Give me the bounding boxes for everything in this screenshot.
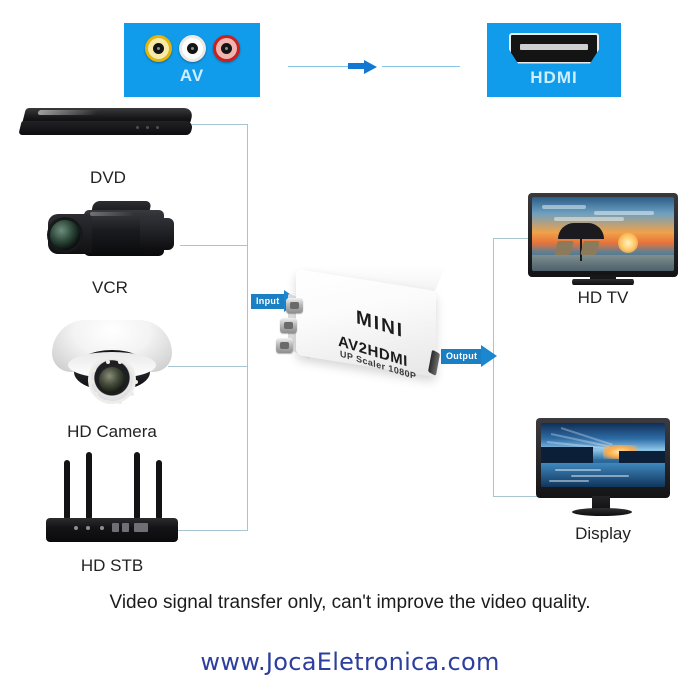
monitor-icon <box>536 418 670 522</box>
hd-camera-label: HD Camera <box>67 422 157 441</box>
bus-line-stb <box>172 530 248 531</box>
converter-hdmi-output-port <box>427 349 441 376</box>
camcorder-icon <box>40 196 180 268</box>
converter-rca-jack-1 <box>286 298 303 313</box>
television-icon <box>528 193 678 289</box>
display-label: Display <box>575 524 631 543</box>
bus-line-display <box>493 496 538 497</box>
footer-caption: Video signal transfer only, can't improv… <box>109 592 591 613</box>
banner-arrow-tail <box>348 63 364 69</box>
banner-arrow-head-icon <box>364 60 377 74</box>
av2hdmi-converter: MINI AV2HDMI UP Scaler 1080P <box>276 262 456 390</box>
watermark-url: www.JocaEletronica.com <box>200 648 500 676</box>
set-top-box-icon <box>38 452 186 548</box>
hd-tv-label: HD TV <box>577 288 629 307</box>
output-badge-label: Output <box>441 348 483 364</box>
hdmi-banner: HDMI <box>487 23 621 97</box>
av-banner: AV <box>124 23 260 97</box>
bus-line-camera <box>168 366 248 367</box>
converter-rca-jack-3 <box>276 338 293 353</box>
banner-connector-line-right <box>382 66 460 67</box>
hdmi-banner-label: HDMI <box>530 67 578 87</box>
bus-line-left-vertical <box>247 124 248 531</box>
rca-jack-yellow-icon <box>144 34 172 62</box>
converter-brand-text: MINI <box>355 306 405 343</box>
dvd-label: DVD <box>90 168 126 187</box>
bus-line-hdtv <box>493 238 533 239</box>
banner-connector-line-left <box>288 66 348 67</box>
bus-line-dvd <box>192 124 248 125</box>
av-banner-label: AV <box>179 65 205 85</box>
output-arrow-icon <box>481 345 498 367</box>
rca-jacks-icon <box>144 34 240 62</box>
output-badge: Output <box>441 345 498 367</box>
dome-camera-icon <box>52 316 172 416</box>
input-badge-label: Input <box>251 293 285 309</box>
hd-stb-label: HD STB <box>80 556 144 575</box>
rca-jack-red-icon <box>212 34 240 62</box>
dvd-player-icon <box>18 104 198 146</box>
converter-rca-jack-2 <box>280 318 297 333</box>
bus-line-right-vertical <box>493 238 494 497</box>
hdmi-port-icon <box>509 32 599 64</box>
bus-line-vcr <box>180 245 248 246</box>
vcr-label: VCR <box>92 278 128 297</box>
rca-jack-white-icon <box>178 34 206 62</box>
